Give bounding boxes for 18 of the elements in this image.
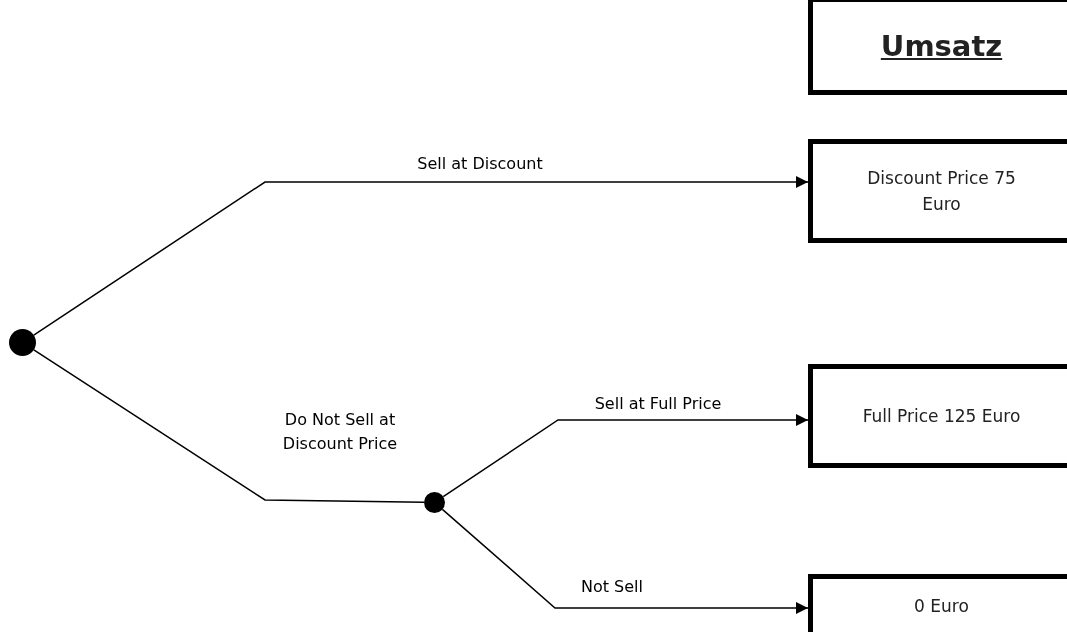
edge-label: Sell at Full Price	[594, 393, 722, 415]
decision-node-circle	[9, 329, 36, 356]
outcome-text: Discount Price 75 Euro	[866, 167, 1017, 216]
edge-label: Not Sell	[581, 576, 643, 598]
header-box	[808, 0, 1067, 95]
outcome-box	[808, 574, 1067, 632]
edge-label: Do Not Sell at Discount Price	[281, 409, 399, 455]
branch-line	[33, 349, 425, 504]
edge-label: Sell at Discount	[417, 153, 543, 175]
arrow	[442, 414, 809, 498]
arrow	[441, 508, 809, 614]
outcome-box	[808, 139, 1067, 243]
outcome-text: Full Price 125 Euro	[862, 405, 1021, 428]
header-text: Umsatz	[880, 33, 1003, 59]
outcome-text: 0 Euro	[914, 595, 969, 618]
arrow	[33, 176, 809, 336]
outcome-box	[808, 364, 1067, 468]
decision-node-circle	[424, 492, 445, 513]
